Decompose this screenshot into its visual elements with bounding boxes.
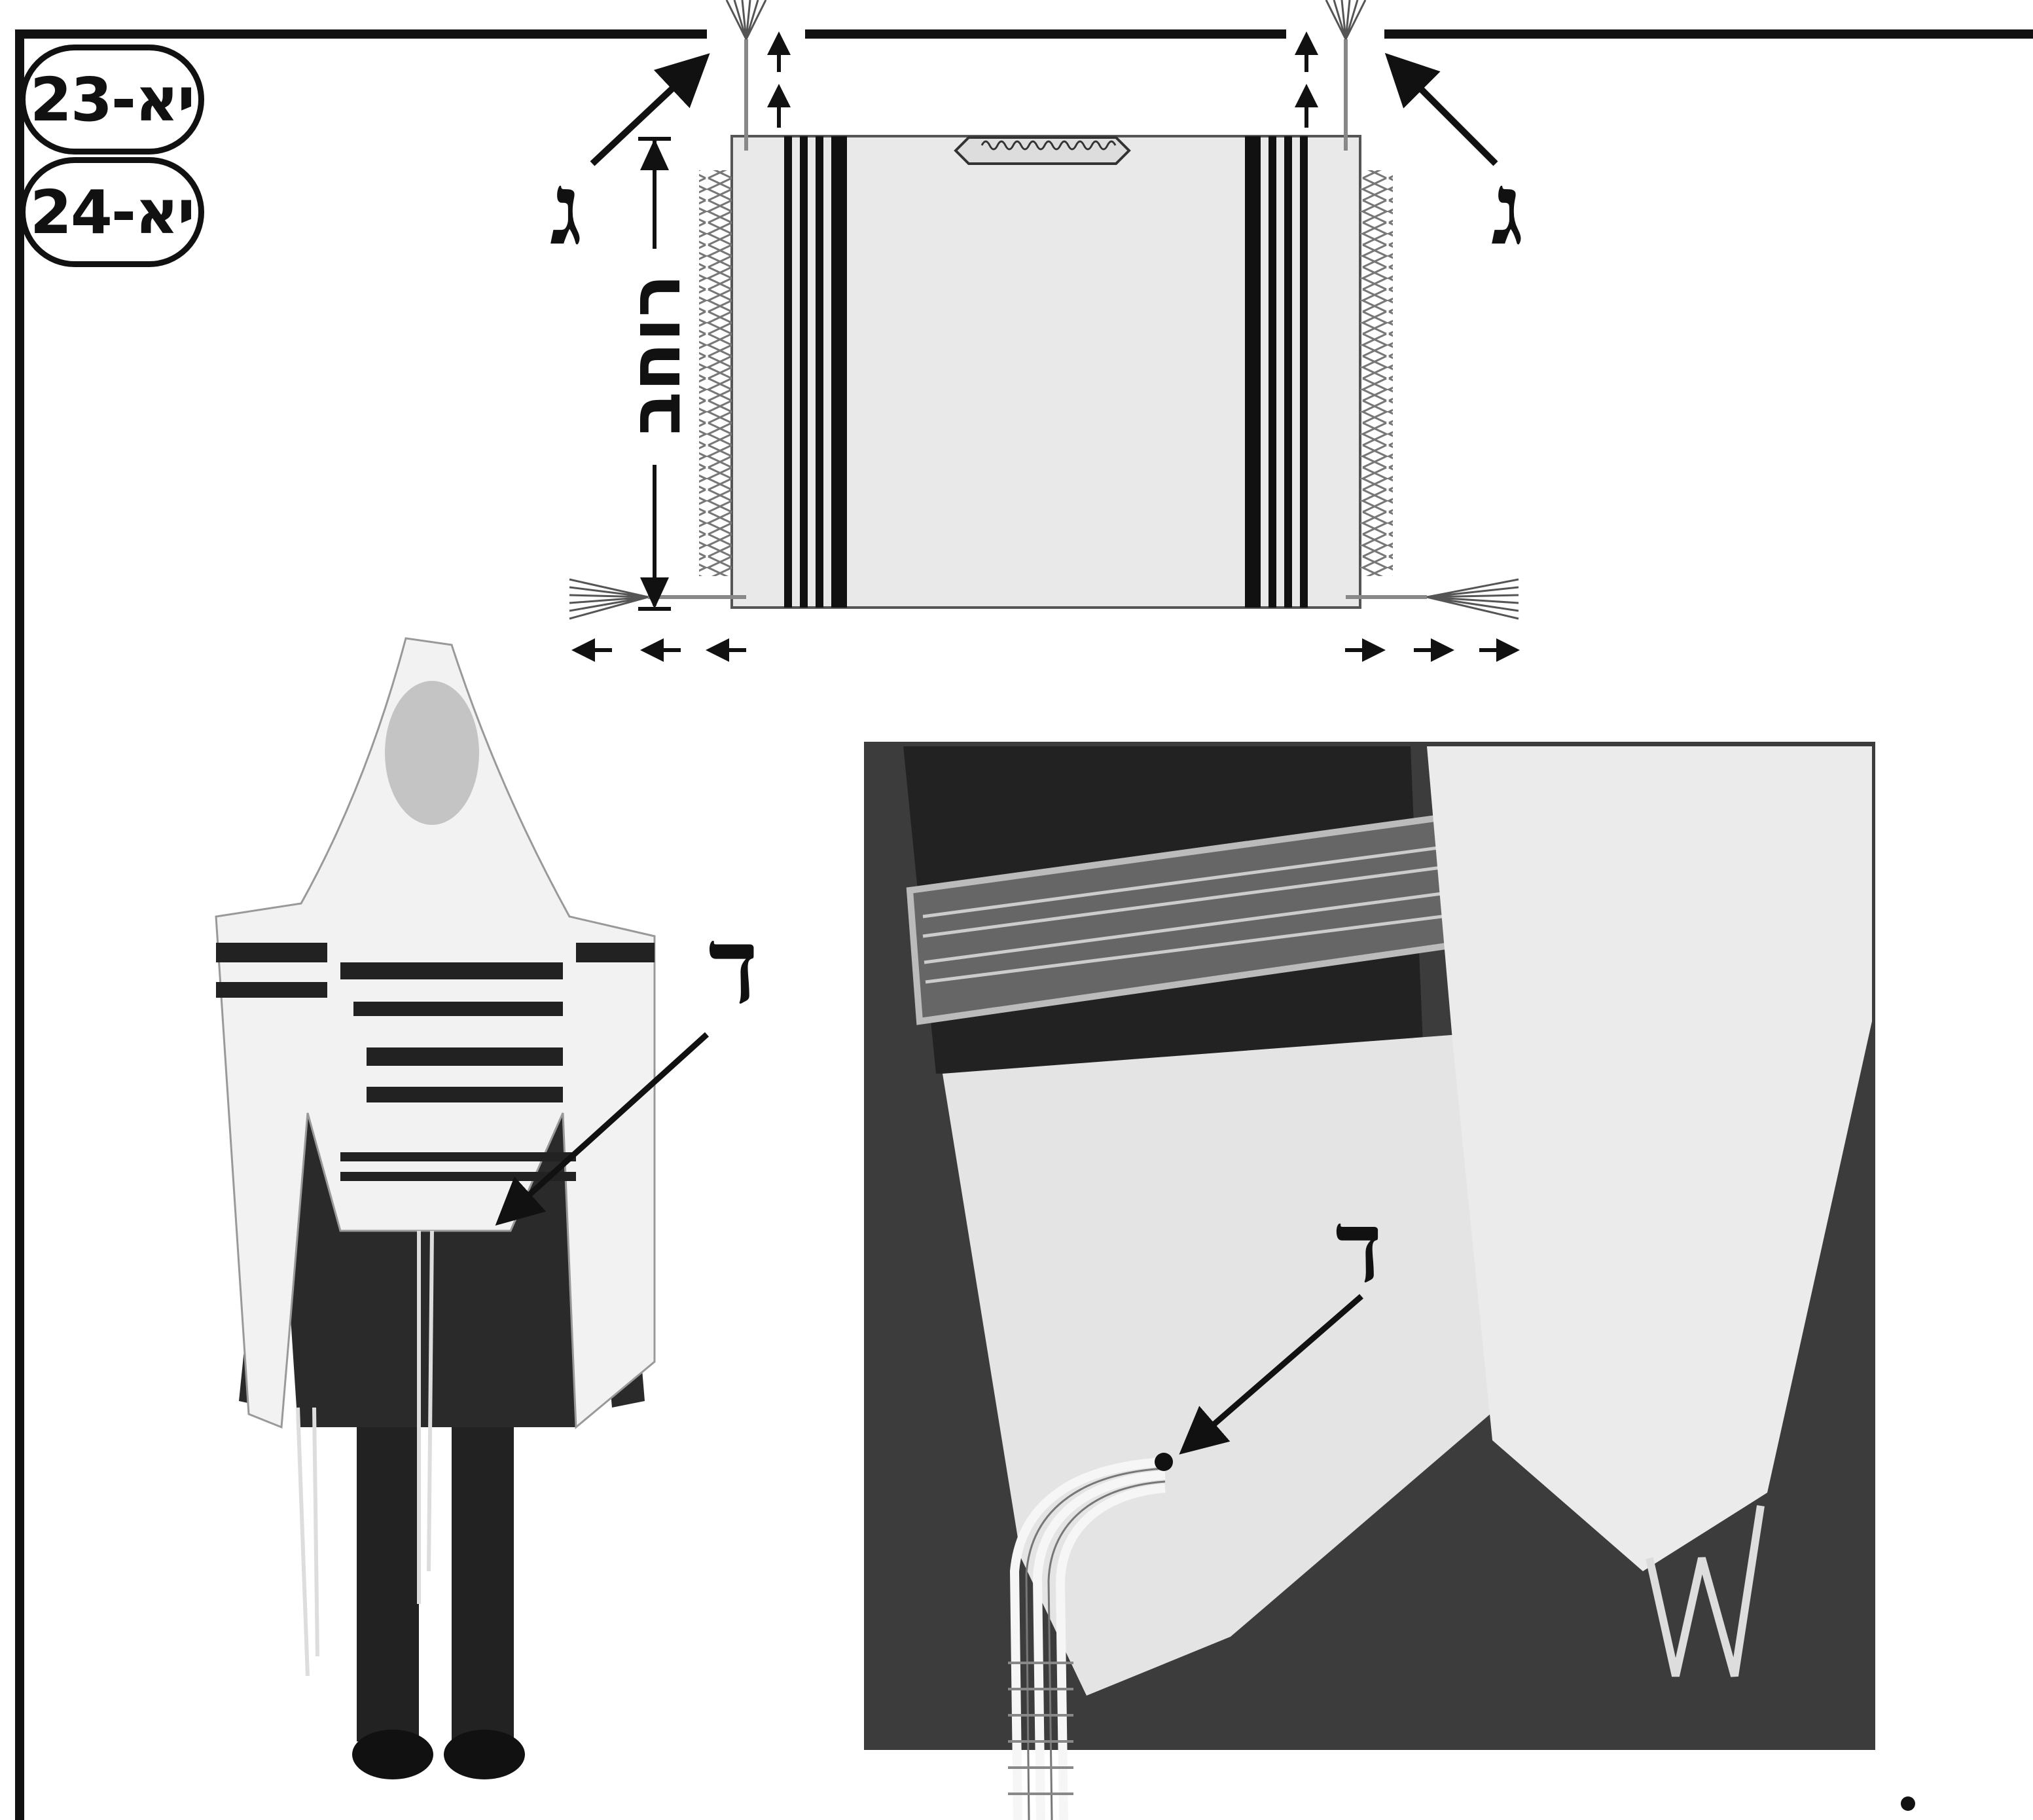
section-badge-1: יא-23	[20, 45, 204, 155]
tallit-diagram	[569, 0, 1519, 650]
tallit-edge-left	[699, 170, 732, 576]
face-placeholder	[385, 681, 479, 825]
person-wearing-tallit	[216, 638, 707, 1779]
section-badge-2: יא-24	[20, 157, 204, 267]
arrow-gimel-left	[592, 62, 700, 164]
section-badge-1-text: יא-23	[30, 65, 194, 135]
atara-icon	[956, 137, 1129, 164]
corner-dot	[1901, 1796, 1915, 1811]
label-dalet-person: ד	[708, 913, 759, 1018]
label-gimel-left: ג	[550, 160, 583, 259]
label-width: רוחב	[619, 278, 691, 435]
label-gimel-right: ג	[1491, 160, 1524, 259]
label-dalet-closeup: ד	[1335, 1198, 1382, 1296]
section-badge-2-text: יא-24	[30, 177, 194, 247]
tallit-body	[732, 136, 1360, 608]
arrow-gimel-right	[1394, 62, 1496, 164]
tallit-edge-right	[1360, 170, 1393, 576]
